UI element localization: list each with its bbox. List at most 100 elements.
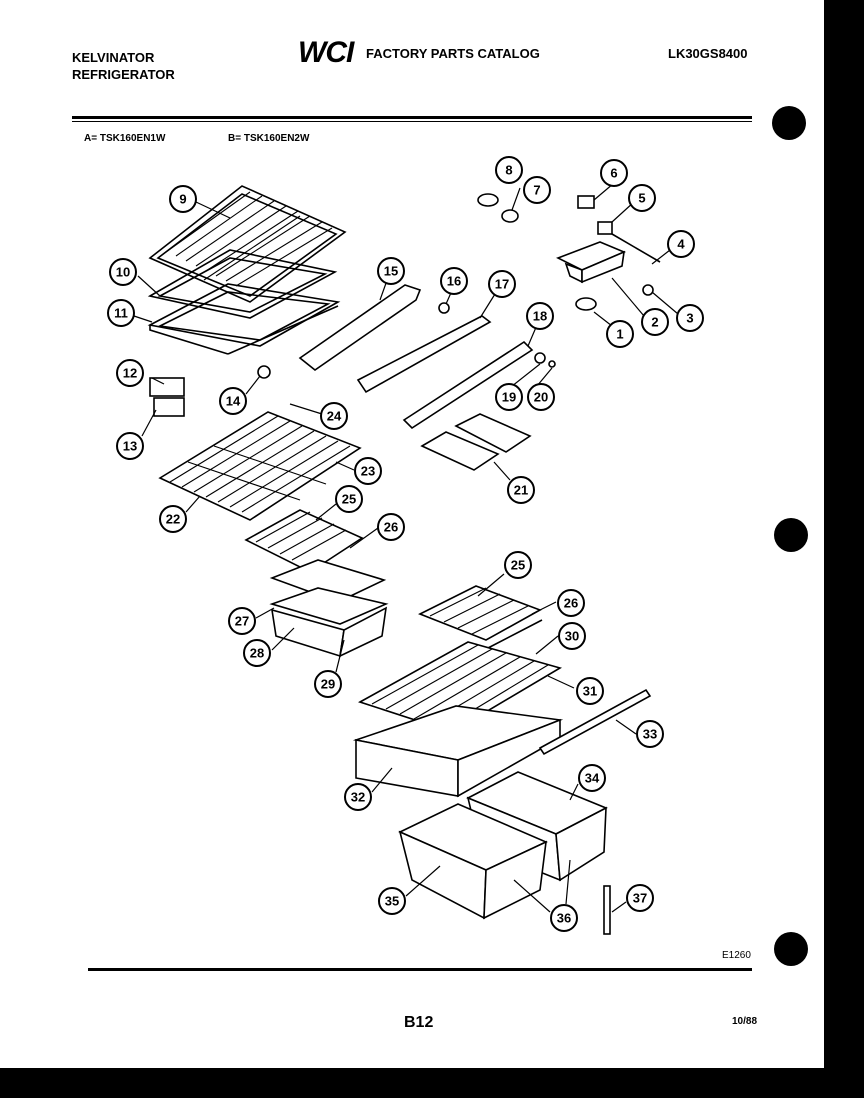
svg-text:28: 28 (250, 646, 264, 661)
callout: 26 (557, 589, 585, 617)
callout: 18 (526, 302, 554, 330)
svg-text:34: 34 (585, 771, 600, 786)
svg-text:6: 6 (610, 166, 617, 181)
egg-trays (420, 413, 532, 471)
callout: 2 (641, 308, 669, 336)
svg-text:24: 24 (327, 409, 342, 424)
binder-hole-top (772, 106, 806, 140)
wire-shelf (158, 411, 362, 521)
callout-bubbles: 9 10 11 15 16 17 18 8 7 6 5 4 1 2 3 12 1… (107, 156, 704, 932)
callout: 9 (169, 185, 197, 213)
svg-text:25: 25 (342, 492, 356, 507)
svg-text:37: 37 (633, 891, 647, 906)
catalog-part-number: LK30GS8400 (668, 46, 748, 61)
footer-rule (88, 968, 752, 971)
shelf-bracket-parts (149, 365, 271, 417)
svg-text:21: 21 (514, 483, 528, 498)
callout: 1 (606, 320, 634, 348)
callout: 15 (377, 257, 405, 285)
callout: 17 (488, 270, 516, 298)
callout: 27 (228, 607, 256, 635)
header-rule-thin (72, 121, 752, 122)
callout: 8 (495, 156, 523, 184)
svg-text:1: 1 (616, 327, 623, 342)
model-b-label: B= TSK160EN2W (228, 133, 310, 144)
svg-text:5: 5 (638, 191, 645, 206)
control-box-parts (477, 193, 661, 311)
svg-text:22: 22 (166, 512, 180, 527)
svg-text:20: 20 (534, 390, 548, 405)
rail-17 (356, 315, 492, 394)
svg-text:35: 35 (385, 894, 399, 909)
parts-diagram-sheet: KELVINATOR REFRIGERATOR WCI FACTORY PART… (0, 0, 824, 1068)
callout: 23 (354, 457, 382, 485)
svg-text:14: 14 (226, 394, 241, 409)
svg-text:30: 30 (565, 629, 579, 644)
callout: 22 (159, 505, 187, 533)
callout: 12 (116, 359, 144, 387)
callout: 31 (576, 677, 604, 705)
callout: 28 (243, 639, 271, 667)
svg-text:23: 23 (361, 464, 375, 479)
callout: 19 (495, 383, 523, 411)
callout: 13 (116, 432, 144, 460)
callout: 29 (314, 670, 342, 698)
svg-text:9: 9 (179, 192, 186, 207)
svg-text:25: 25 (511, 558, 525, 573)
callout: 36 (550, 904, 578, 932)
svg-text:32: 32 (351, 790, 365, 805)
callout: 35 (378, 887, 406, 915)
svg-text:12: 12 (123, 366, 137, 381)
page-number: B12 (404, 1014, 434, 1031)
callout: 16 (440, 267, 468, 295)
catalog-title: FACTORY PARTS CATALOG (366, 46, 540, 61)
svg-text:7: 7 (533, 183, 540, 198)
callout: 20 (527, 383, 555, 411)
svg-text:26: 26 (384, 520, 398, 535)
callout: 7 (523, 176, 551, 204)
callout: 10 (109, 258, 137, 286)
callout: 26 (377, 513, 405, 541)
svg-text:4: 4 (677, 237, 685, 252)
callout: 5 (628, 184, 656, 212)
header-rule (72, 116, 752, 119)
svg-text:29: 29 (321, 677, 335, 692)
callout: 25 (335, 485, 363, 513)
binder-hole-bottom (774, 932, 808, 966)
svg-text:27: 27 (235, 614, 249, 629)
svg-text:19: 19 (502, 390, 516, 405)
crisper-cover-shelf (147, 185, 347, 355)
crisper-cover-32 (352, 705, 564, 798)
svg-text:2: 2 (651, 315, 658, 330)
callout: 32 (344, 783, 372, 811)
callout: 4 (667, 230, 695, 258)
rail-18 (402, 340, 534, 430)
callout: 33 (636, 720, 664, 748)
binder-hole-middle (774, 518, 808, 552)
svg-text:8: 8 (505, 163, 512, 178)
svg-text:18: 18 (533, 309, 547, 324)
wci-logo: WCI (298, 36, 354, 69)
crisper-pan-35 (398, 803, 548, 920)
callout: 21 (507, 476, 535, 504)
svg-text:13: 13 (123, 439, 137, 454)
drawing-code: E1260 (722, 950, 751, 961)
svg-text:11: 11 (114, 306, 128, 321)
callout: 24 (320, 402, 348, 430)
trim-strip-33 (538, 688, 652, 756)
callout: 25 (504, 551, 532, 579)
brand-line-2: REFRIGERATOR (72, 67, 175, 82)
svg-text:16: 16 (447, 274, 461, 289)
callout: 37 (626, 884, 654, 912)
svg-text:36: 36 (557, 911, 571, 926)
svg-text:33: 33 (643, 727, 657, 742)
svg-text:10: 10 (116, 265, 130, 280)
meat-keeper-drawer (269, 587, 389, 658)
callout: 6 (600, 159, 628, 187)
svg-text:17: 17 (495, 277, 509, 292)
model-a-label: A= TSK160EN1W (84, 133, 166, 144)
callout: 14 (219, 387, 247, 415)
svg-text:15: 15 (384, 264, 398, 279)
exploded-view-drawing: 9 10 11 15 16 17 18 8 7 6 5 4 1 2 3 12 1… (107, 156, 704, 935)
revision-date: 10/88 (732, 1016, 758, 1027)
